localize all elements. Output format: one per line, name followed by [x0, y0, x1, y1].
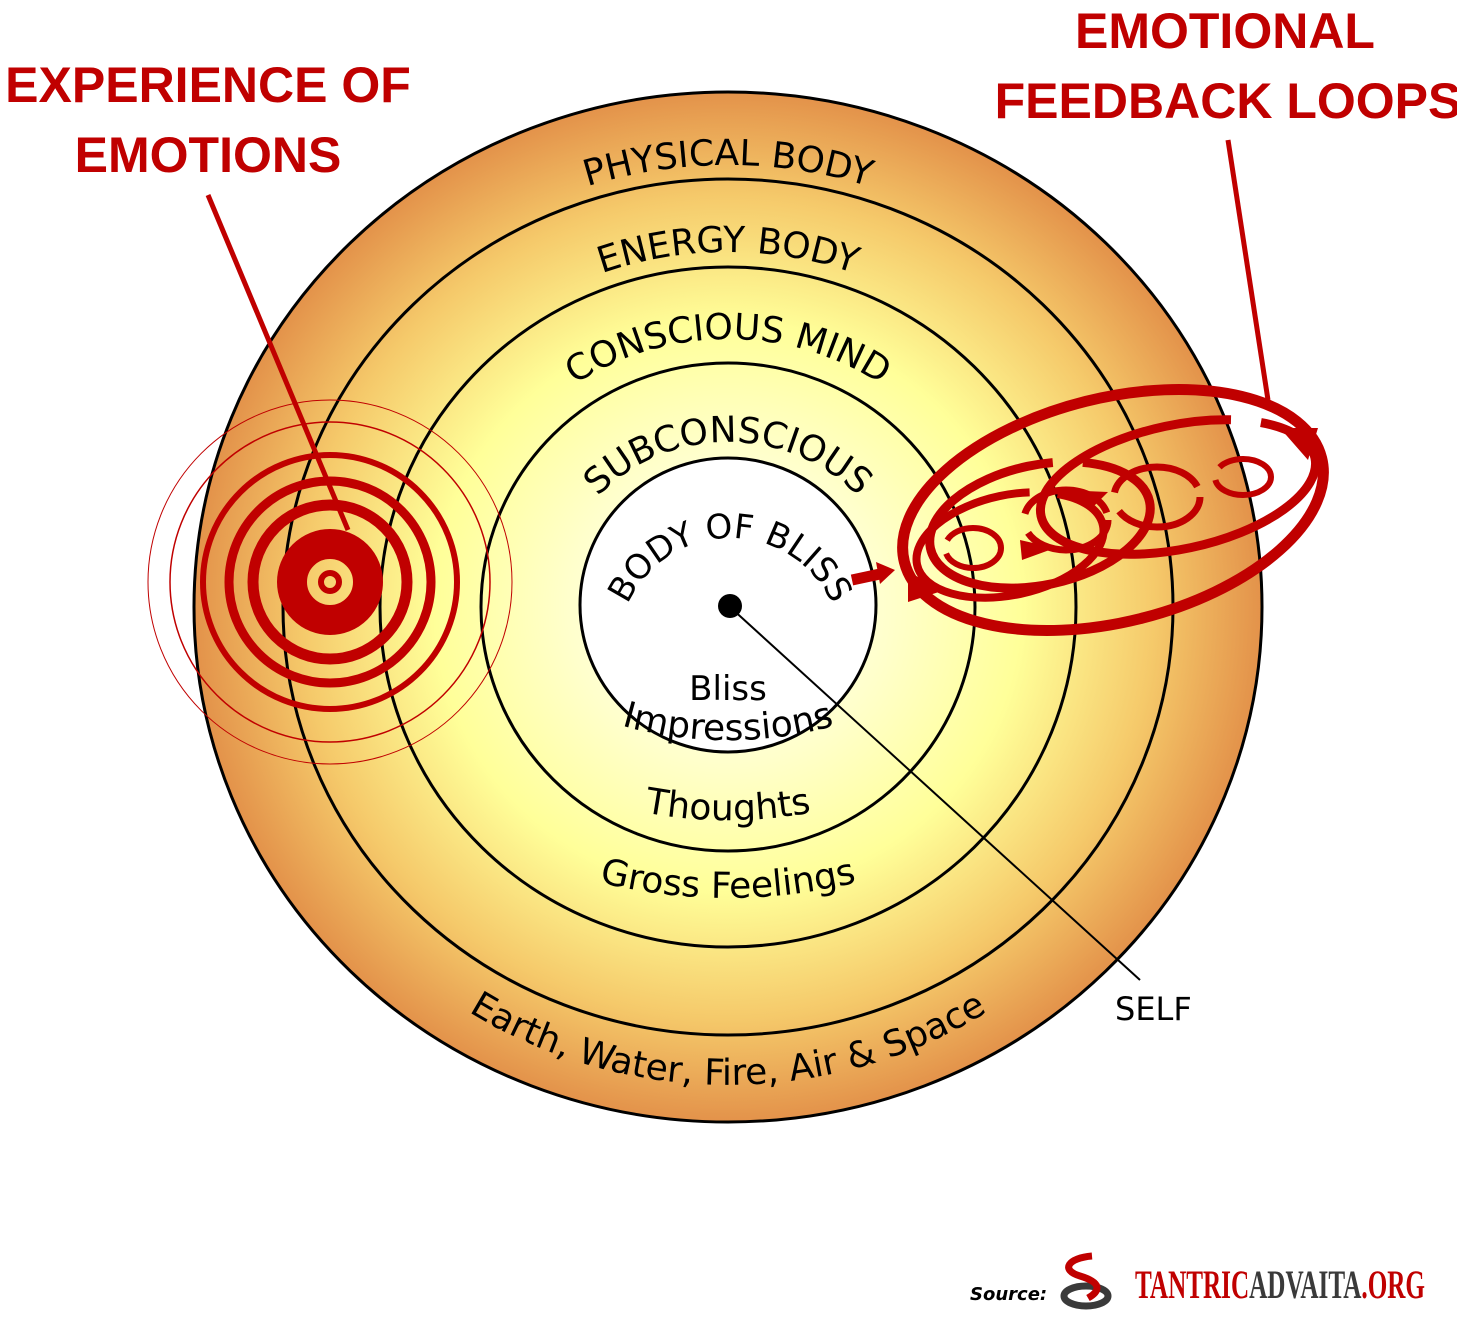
emotion-ripples — [147, 399, 513, 765]
source-label: Source: — [970, 1284, 1047, 1305]
experience-pointer — [205, 194, 351, 531]
label-self: SELF — [1115, 990, 1192, 1028]
entry-arrowhead — [876, 562, 895, 584]
arrowhead-mid2 — [1020, 540, 1055, 560]
arrowhead-big-bottom — [908, 572, 945, 602]
feedback-pointer — [1225, 139, 1271, 401]
conscious-mind-ring — [378, 265, 1078, 949]
arrowhead-big-top — [1280, 428, 1318, 460]
label-thoughts: Thoughts — [642, 781, 813, 830]
self-dot — [718, 594, 742, 618]
feedback-title-line2: FEEDBACK LOOPS — [995, 73, 1457, 129]
entry-arrow — [850, 568, 882, 586]
experience-title-line1: EXPERIENCE OF — [5, 57, 411, 113]
feedback-loops — [897, 384, 1329, 636]
label-bliss: Bliss — [689, 669, 767, 709]
logo-text: TANTRICADVAITA.ORG — [1135, 1262, 1425, 1307]
subconscious-ring — [479, 361, 977, 853]
tantric-advaita-logo-icon — [1060, 1252, 1112, 1310]
feedback-title-line1: EMOTIONAL — [1075, 3, 1375, 59]
arrowhead-mid — [1062, 490, 1108, 510]
experience-title-line2: EMOTIONS — [75, 127, 342, 183]
self-pointer-line — [729, 606, 1141, 981]
